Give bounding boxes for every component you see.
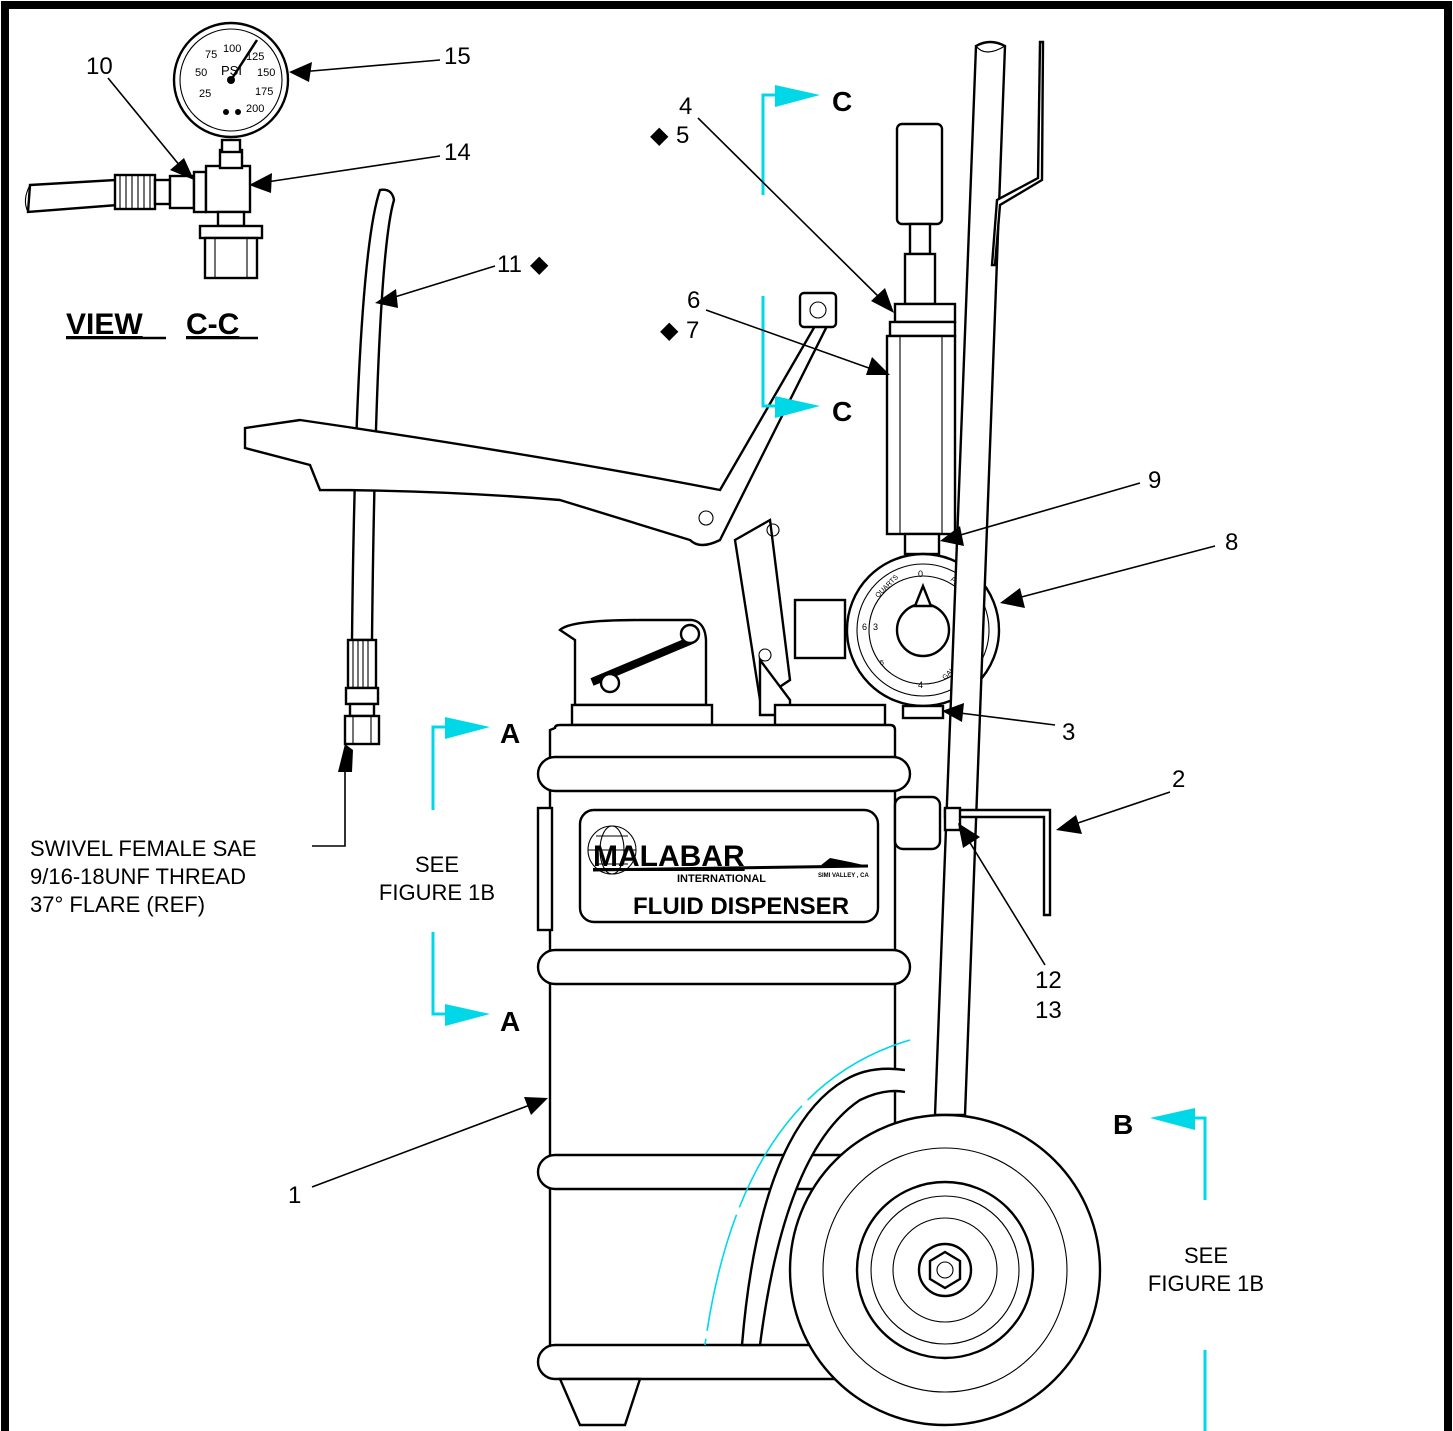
callout-9: 9 — [1148, 467, 1161, 494]
callout-11-diamond: ◆ — [530, 251, 549, 278]
callout-4: 4 — [679, 93, 692, 120]
section-letter-a-top: A — [500, 718, 520, 749]
callout-6: 6 — [687, 287, 700, 314]
see-figure-b-line1: SEE — [1184, 1243, 1228, 1268]
callout-8: 8 — [1225, 529, 1238, 556]
gauge-label-200: 200 — [246, 103, 264, 115]
section-line-b — [1150, 1108, 1207, 1431]
callout-10: 10 — [86, 53, 113, 80]
see-figure-a-line1: SEE — [415, 852, 459, 877]
view-c-c-detail: 25 50 75 100 125 150 175 200 PSI — [24, 21, 290, 280]
swivel-note-line3: 37° FLARE (REF) — [30, 892, 205, 917]
callout-12: 12 — [1035, 967, 1062, 994]
hose-assembly — [343, 188, 396, 746]
hidden-outline — [704, 1039, 911, 1346]
cart-frame — [933, 40, 1052, 1117]
section-letter-a-bottom: A — [500, 1006, 520, 1037]
swivel-note-line1: SWIVEL FEMALE SAE — [30, 836, 257, 861]
see-figure-a-line2: FIGURE 1B — [379, 880, 495, 905]
gauge-label-75: 75 — [205, 49, 217, 61]
view-title-section: C-C — [186, 308, 239, 341]
section-letter-c-bottom: C — [832, 396, 852, 427]
callout-3: 3 — [1062, 719, 1075, 746]
callout-15: 15 — [444, 43, 471, 70]
view-title-prefix: VIEW — [66, 308, 143, 341]
meter-tick-3: 3 — [873, 622, 878, 632]
callout-5: 5 — [676, 122, 689, 149]
gauge-label-150: 150 — [257, 67, 275, 79]
meter-tick-5: 5 — [880, 660, 884, 667]
callout-2: 2 — [1172, 766, 1185, 793]
callout-7-diamond: ◆ — [660, 317, 679, 344]
fluid-tank: MALABAR INTERNATIONAL SIMI VALLEY , CA F… — [536, 618, 942, 1427]
wheel — [788, 1113, 1102, 1427]
plate-sub: INTERNATIONAL — [677, 873, 766, 885]
callout-13: 13 — [1035, 997, 1062, 1024]
see-figure-b-line2: FIGURE 1B — [1148, 1271, 1264, 1296]
callout-1: 1 — [288, 1182, 301, 1209]
gauge-label-50: 50 — [195, 67, 207, 79]
plate-location: SIMI VALLEY , CA — [818, 873, 869, 879]
callout-14: 14 — [444, 139, 471, 166]
section-letter-c-top: C — [832, 86, 852, 117]
swivel-note-line2: 9/16-18UNF THREAD — [30, 864, 246, 889]
meter-tick-0: 0 — [918, 569, 923, 579]
callout-leaders — [107, 59, 1216, 1188]
gauge-label-175: 175 — [255, 86, 273, 98]
gauge-label-100: 100 — [223, 43, 241, 55]
section-line-c — [761, 85, 820, 418]
pump-handle — [243, 291, 847, 717]
section-line-a — [431, 717, 490, 1026]
callout-11: 11 — [497, 251, 522, 278]
meter-tick-6: 6 — [862, 622, 867, 632]
filter-housing — [885, 122, 957, 556]
section-letter-b: B — [1113, 1109, 1133, 1140]
callout-7: 7 — [686, 317, 699, 344]
meter-tick-4: 4 — [918, 680, 923, 690]
callout-5-diamond: ◆ — [650, 122, 669, 149]
plate-product: FLUID DISPENSER — [633, 893, 849, 920]
gauge-label-25: 25 — [199, 88, 211, 100]
gauge-label-125: 125 — [246, 51, 264, 63]
label-plate — [578, 808, 880, 924]
gauge-unit: PSI — [221, 63, 242, 78]
